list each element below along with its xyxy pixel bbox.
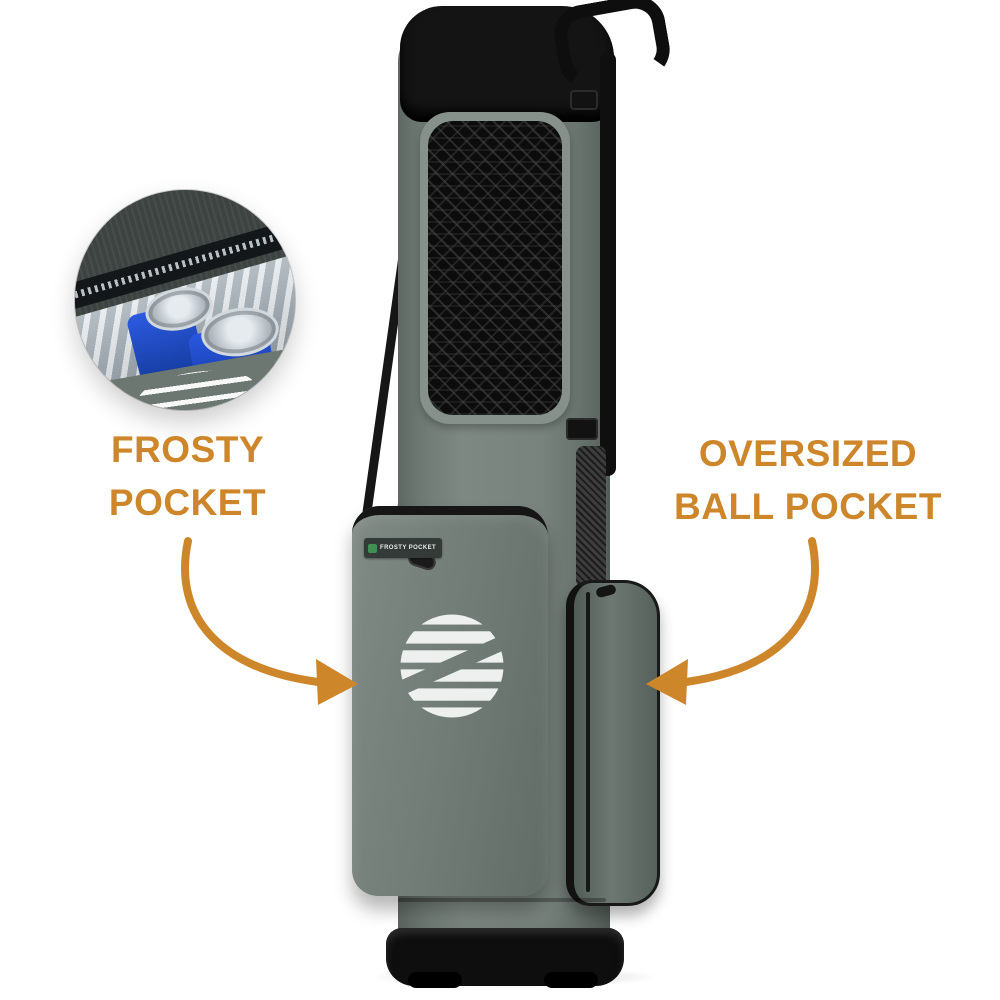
oversized-callout-line2: BALL POCKET xyxy=(674,485,942,527)
ball-pocket-callout: OVERSIZED BALL POCKET xyxy=(653,428,963,533)
frosty-pocket-zipper xyxy=(352,506,548,540)
textured-rubber-panel xyxy=(428,121,562,415)
base-foot-right xyxy=(544,972,598,988)
oversized-ball-pocket xyxy=(566,580,660,906)
frosty-tag-label: FROSTY POCKET xyxy=(380,545,437,551)
frosty-pocket-tag: FROSTY POCKET xyxy=(364,538,442,558)
frosty-callout-line1: FROSTY xyxy=(110,429,265,470)
base-foot-left xyxy=(408,972,462,988)
shoulder-strap xyxy=(600,52,616,476)
left-curved-arrow-icon xyxy=(181,537,358,705)
sunday-golf-logo-icon xyxy=(400,614,504,718)
frosty-pocket-callout: FROSTY POCKET xyxy=(55,424,320,529)
frosty-pocket-inset-photo xyxy=(75,190,295,410)
oversized-callout-line1: OVERSIZED xyxy=(698,433,918,474)
bag-bottom-seam xyxy=(398,898,606,902)
ball-pocket-zipper xyxy=(586,592,590,892)
strap-buckle-top xyxy=(570,90,598,110)
frosty-pocket-front xyxy=(352,506,548,896)
right-curved-arrow-icon xyxy=(646,537,819,705)
frosty-callout-line2: POCKET xyxy=(108,481,267,523)
strap-buckle-bottom xyxy=(566,418,598,440)
frosty-tag-icon xyxy=(368,543,377,553)
mesh-side-pocket xyxy=(576,446,606,588)
